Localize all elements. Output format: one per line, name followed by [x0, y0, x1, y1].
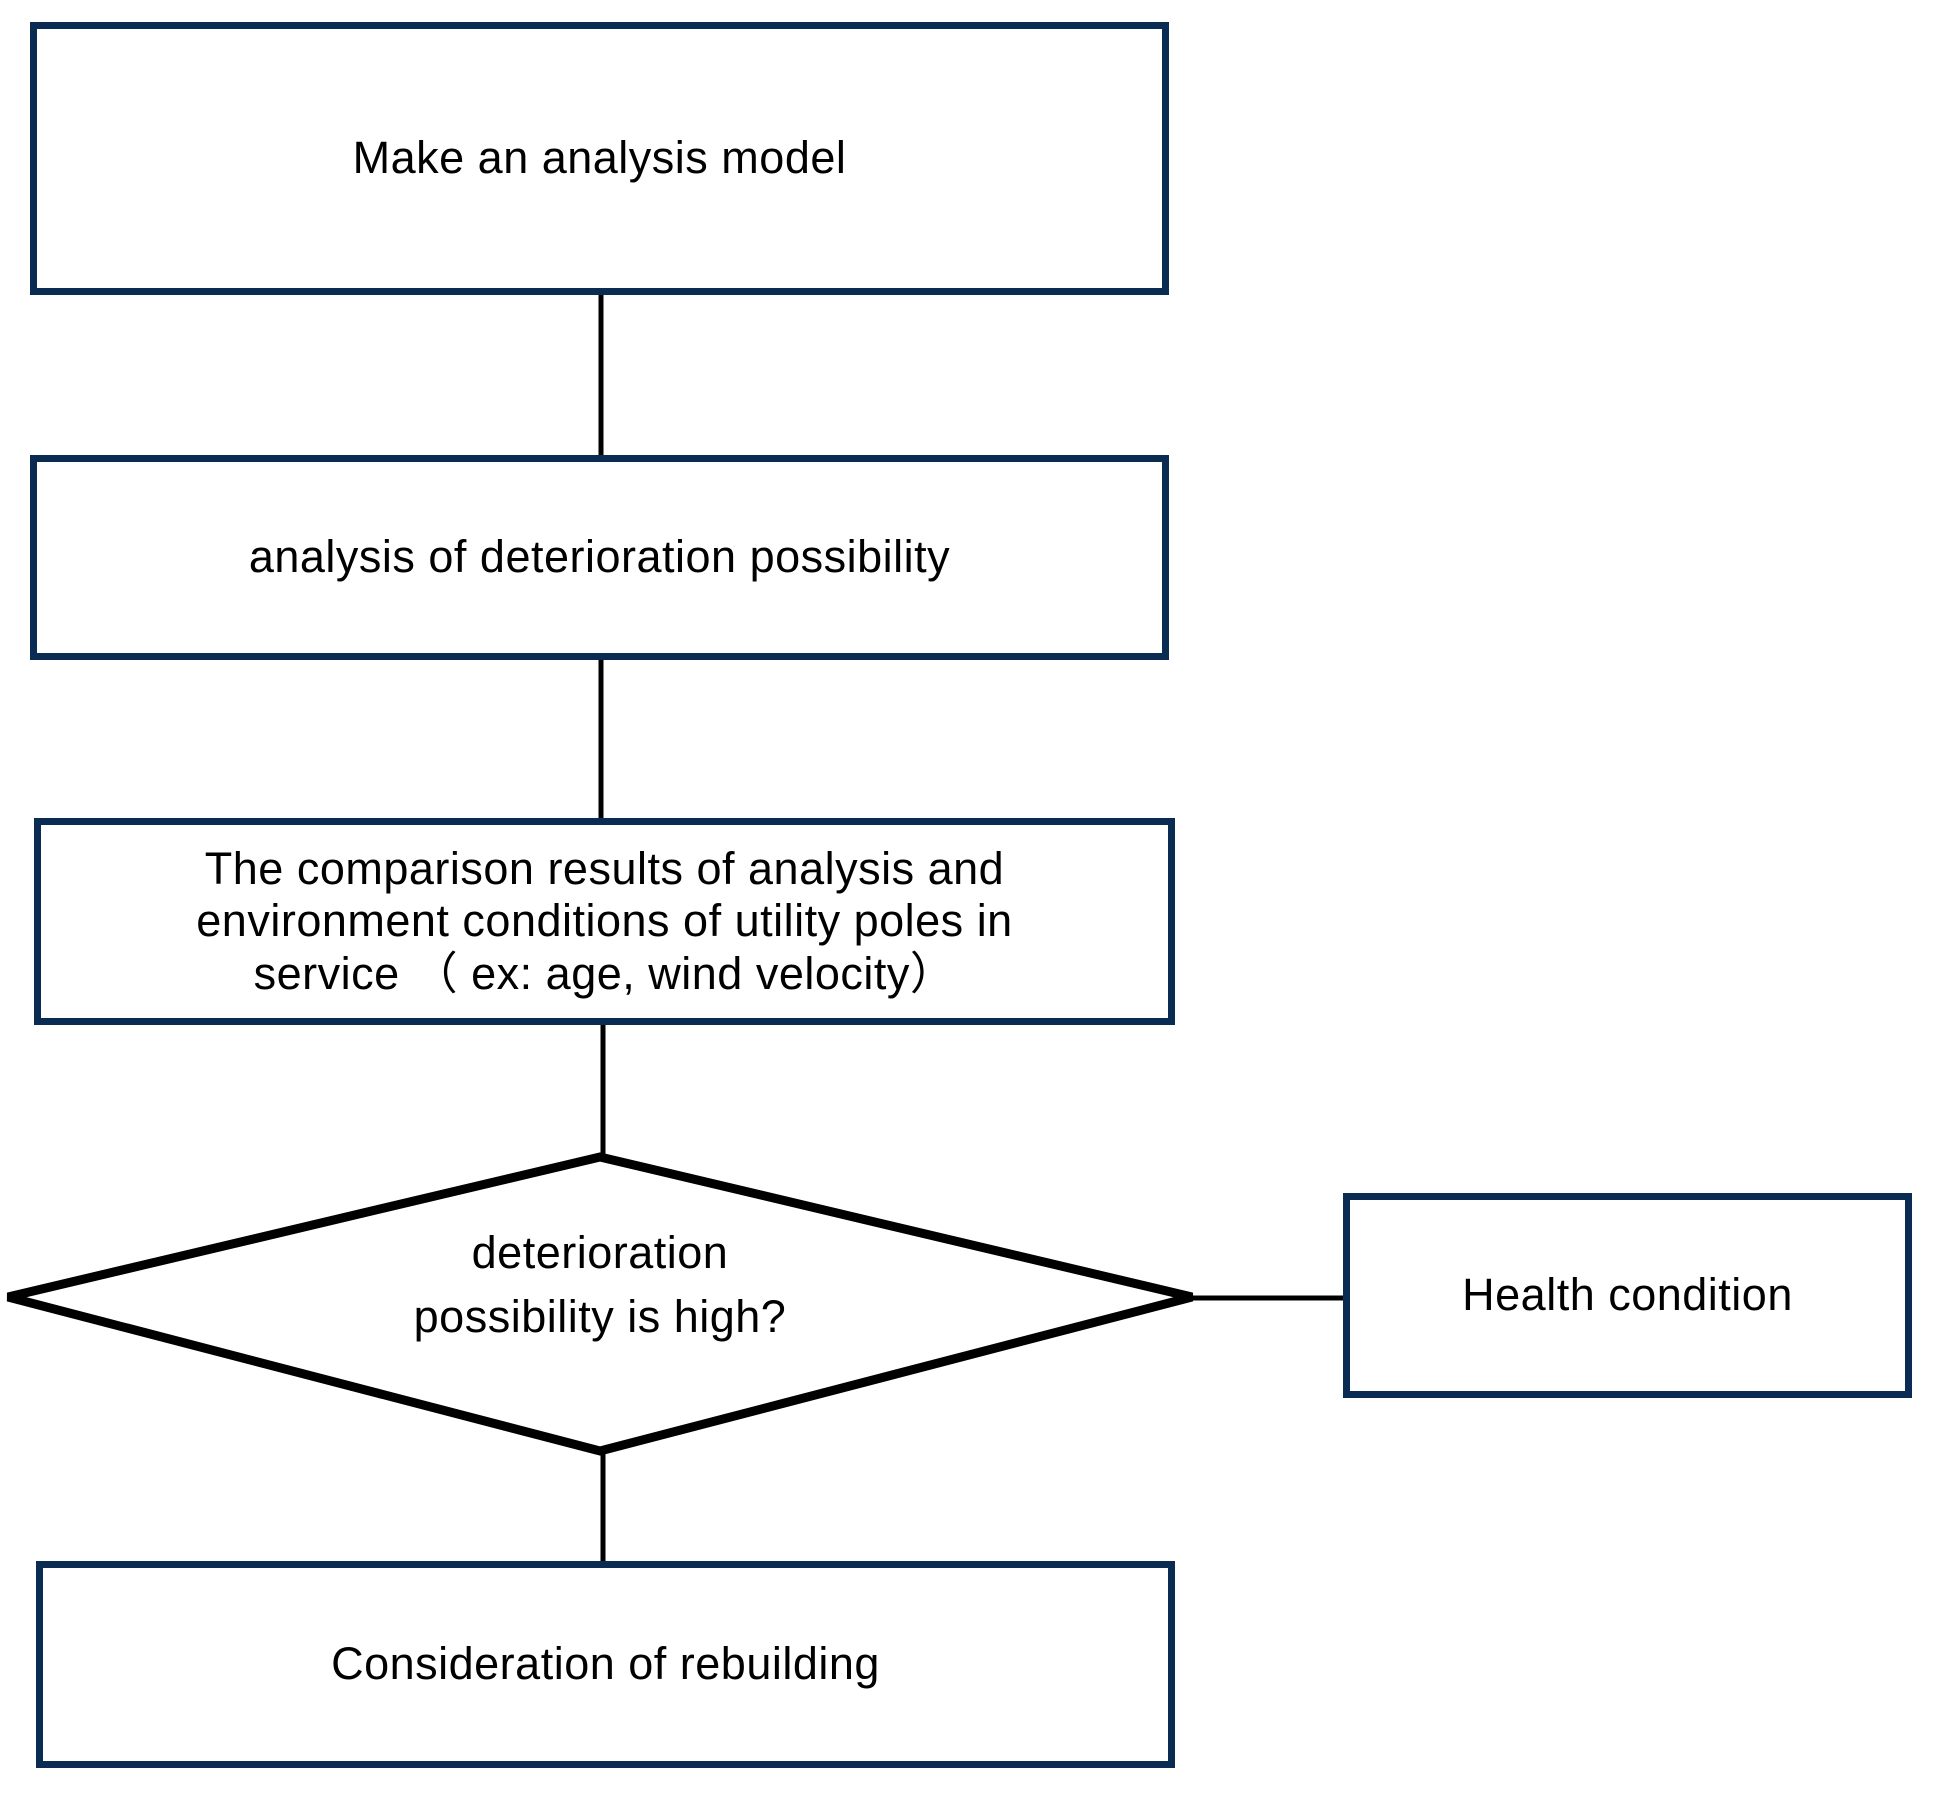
node-consideration-of-rebuilding: Consideration of rebuilding — [36, 1561, 1175, 1768]
node-consideration-of-rebuilding-label: Consideration of rebuilding — [331, 1638, 880, 1690]
node-make-analysis-model: Make an analysis model — [30, 22, 1169, 295]
node-analysis-of-deterioration-label: analysis of deterioration possibility — [248, 531, 951, 583]
decision-diamond — [6, 1152, 1194, 1456]
node-health-condition-label: Health condition — [1462, 1269, 1793, 1321]
node-make-analysis-model-label: Make an analysis model — [352, 132, 847, 184]
node-health-condition: Health condition — [1343, 1193, 1912, 1398]
node-comparison-results: The comparison results of analysis and e… — [34, 818, 1175, 1025]
node-comparison-results-label: The comparison results of analysis and e… — [196, 843, 1013, 999]
node-analysis-of-deterioration: analysis of deterioration possibility — [30, 455, 1169, 660]
